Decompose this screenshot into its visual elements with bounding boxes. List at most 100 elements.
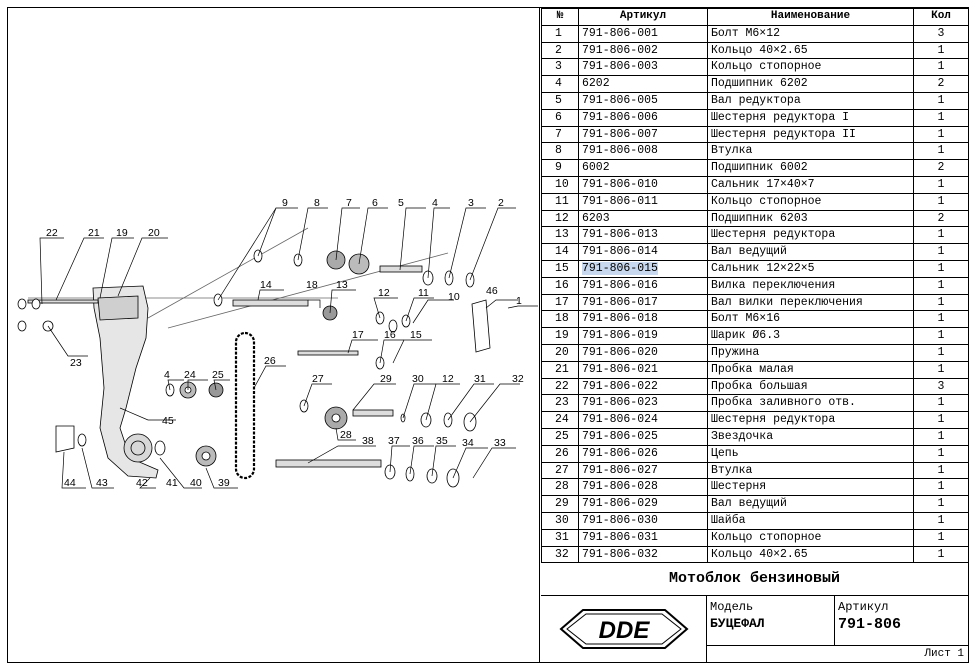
cell-name: Вал вилки переключения — [707, 293, 914, 312]
cell-art: 791-806-003 — [578, 58, 708, 77]
cell-qty: 1 — [913, 142, 969, 161]
cell-n: 17 — [541, 293, 579, 312]
cell-qty: 1 — [913, 360, 969, 379]
cell-qty: 1 — [913, 41, 969, 60]
cell-qty: 1 — [913, 58, 969, 77]
cell-name: Кольцо стопорное — [707, 528, 914, 547]
cell-art: 791-806-032 — [578, 545, 708, 564]
callout-30: 30 — [412, 373, 424, 385]
callout-1: 1 — [516, 295, 522, 307]
cell-art: 791-806-005 — [578, 91, 708, 110]
cell-name: Звездочка — [707, 427, 914, 446]
cell-qty: 1 — [913, 511, 969, 530]
cell-name: Кольцо 40×2.65 — [707, 545, 914, 564]
cell-qty: 1 — [913, 444, 969, 463]
callout-4: 4 — [432, 197, 438, 209]
cell-art: 791-806-011 — [578, 192, 708, 211]
cell-name: Пробка заливного отв. — [707, 394, 914, 413]
callout-45: 45 — [162, 415, 174, 427]
cell-art: 791-806-014 — [578, 243, 708, 261]
cell-art: 791-806-025 — [578, 427, 708, 446]
cell-n: 13 — [541, 226, 579, 245]
callout-38: 38 — [362, 435, 374, 447]
cell-n: 14 — [541, 243, 579, 261]
cell-qty: 2 — [913, 209, 969, 228]
callout-25: 25 — [212, 369, 224, 381]
cell-n: 27 — [541, 461, 579, 480]
cell-qty: 2 — [913, 159, 969, 177]
callout-35: 35 — [436, 435, 448, 447]
cell-art: 6202 — [578, 75, 708, 93]
callout-14: 14 — [260, 279, 272, 291]
callout-34: 34 — [462, 437, 474, 449]
cell-art: 791-806-026 — [578, 444, 708, 463]
logo-text: DDE — [599, 617, 651, 644]
cell-name: Шестерня — [707, 478, 914, 497]
table-header-row: № Артикул Наименование Кол — [541, 8, 969, 26]
callout-3: 3 — [468, 197, 474, 209]
cell-n: 29 — [541, 495, 579, 513]
col-header-article: Артикул — [578, 8, 708, 26]
cell-n: 20 — [541, 343, 579, 362]
cell-qty: 1 — [913, 125, 969, 144]
callout-5: 5 — [398, 197, 404, 209]
callout-29: 29 — [380, 373, 392, 385]
callout-33: 33 — [494, 437, 506, 449]
cell-name: Кольцо стопорное — [707, 58, 914, 77]
model-value: БУЦЕФАЛ — [710, 616, 765, 631]
article-value: 791-806 — [838, 616, 902, 633]
callout-41: 41 — [166, 477, 178, 489]
selected-article-text[interactable]: 791-806-015 — [582, 261, 658, 275]
callout-28: 28 — [340, 429, 352, 441]
cell-art: 791-806-023 — [578, 394, 708, 413]
callout-17: 17 — [352, 329, 364, 341]
callout-21: 21 — [88, 227, 100, 239]
cell-n: 24 — [541, 411, 579, 429]
callout-10: 10 — [448, 291, 460, 303]
callout-43: 43 — [96, 477, 108, 489]
cell-art: 791-806-019 — [578, 327, 708, 345]
col-header-qty: Кол — [913, 8, 969, 26]
cell-qty: 1 — [913, 478, 969, 497]
cell-name: Подшипник 6202 — [707, 75, 914, 93]
callout-9: 9 — [282, 197, 288, 209]
cell-name: Пробка малая — [707, 360, 914, 379]
cell-n: 6 — [541, 108, 579, 127]
cell-qty: 1 — [913, 226, 969, 245]
article-label: Артикул — [838, 600, 889, 614]
cell-qty: 1 — [913, 343, 969, 362]
cell-name: Кольцо 40×2.65 — [707, 41, 914, 60]
model-label: Модель — [710, 600, 754, 614]
callout-44: 44 — [64, 477, 76, 489]
cell-qty: 3 — [913, 377, 969, 396]
cell-n: 9 — [541, 159, 579, 177]
cell-art: 791-806-006 — [578, 108, 708, 127]
cell-name: Цепь — [707, 444, 914, 463]
cell-qty: 1 — [913, 108, 969, 127]
cell-qty: 1 — [913, 175, 969, 194]
cell-name: Вал ведущий — [707, 495, 914, 513]
cell-art: 791-806-013 — [578, 226, 708, 245]
callout-36: 36 — [412, 435, 424, 447]
exploded-view-drawing: 22 21 19 20 9 8 7 6 5 4 3 2 14 13 18 12 … — [8, 8, 540, 662]
brand-logo: DDE — [541, 596, 707, 662]
callout-12b: 12 — [442, 373, 454, 385]
cell-qty: 1 — [913, 276, 969, 295]
cell-name: Шестерня редуктора I — [707, 108, 914, 127]
